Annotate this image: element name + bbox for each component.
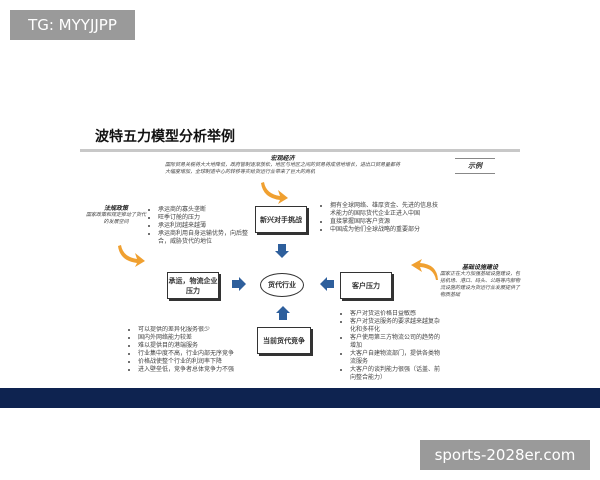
- center-ellipse: 货代行业: [260, 273, 304, 297]
- customers-box: 客户压力: [340, 272, 392, 299]
- rivalry-points: 可以提供的差异化服务很少 国内外网络能力较差 难以提供目的港端服务 行业集中度不…: [128, 326, 253, 388]
- policy-text: 国家政策和规定推动了货代的发展空间: [85, 212, 146, 225]
- suppliers-box: 承运，物流企业压力: [167, 272, 219, 299]
- list-item: 客户对货运价格日益敏感: [350, 310, 442, 318]
- list-item: 客户使用第三方物流公司的趋势的增加: [350, 334, 442, 350]
- list-item: 中国成为他们全球战略的重要部分: [330, 226, 440, 234]
- list-item: 价格战使整个行业的利润率下降: [138, 358, 253, 366]
- list-item: 难以提供目的港端服务: [138, 342, 253, 350]
- list-item: 可以提供的差异化服务很少: [138, 326, 253, 334]
- list-item: 承运商的寡头垄断: [158, 206, 250, 214]
- supplier-points: 承运商的寡头垄断 旺季订舱的压力 承运利润越来越薄 承运商利用自身运输优势，向后…: [148, 206, 250, 246]
- tag-label: TG: MYYJJPP: [10, 10, 135, 40]
- list-item: 进入壁垒低，竞争者总体竞争力不强: [138, 366, 253, 374]
- entrant-points: 拥有全球网络、雄厚资金、先进的信息技术能力的国际货代企业正进入中国 直接掌握国际…: [320, 202, 440, 234]
- list-item: 国内外网络能力较差: [138, 334, 253, 342]
- left-arrow-icon: [320, 277, 334, 291]
- orange-arrow-icon: [261, 182, 288, 204]
- list-item: 承运商利用自身运输优势，向后整合，威胁货代的地位: [158, 230, 250, 246]
- list-item: 行业集中度不高，行业内部无序竞争: [138, 350, 253, 358]
- orange-arrow-icon: [411, 259, 438, 280]
- up-arrow-icon: [276, 306, 290, 320]
- watermark: sports-2028er.com: [420, 440, 590, 470]
- slide-title: 波特五力模型分析举例: [95, 129, 235, 145]
- new-entrants-box: 新兴对手挑战: [255, 206, 307, 233]
- list-item: 旺季订舱的压力: [158, 214, 250, 222]
- infra-heading: 基础设施建设: [461, 264, 498, 271]
- infra-text: 国家正在大力加强基础设施建设，包括机场、港口、码头、公路等内部物流设施的建设为货…: [440, 271, 521, 298]
- macro-economy: 宏观经济 国际贸易关税将大大地降低，政府管制逐渐放松，地区与地区之间的贸易将成倍…: [165, 153, 400, 176]
- macro-heading: 宏观经济: [270, 155, 295, 162]
- list-item: 承运利润越来越薄: [158, 222, 250, 230]
- policy-heading: 法规政策: [103, 205, 128, 212]
- sample-label: 示例: [455, 158, 495, 174]
- title-divider: [80, 149, 520, 152]
- footer-band: [0, 388, 600, 408]
- customer-points: 客户对货运价格日益敏感 客户对货运服务的要求越来越复杂化和多样化 客户使用第三方…: [340, 310, 442, 388]
- list-item: 拥有全球网络、雄厚资金、先进的信息技术能力的国际货代企业正进入中国: [330, 202, 440, 218]
- list-item: 大客户自建物流部门，提供各类物流服务: [350, 350, 442, 366]
- down-arrow-icon: [275, 244, 289, 258]
- list-item: 直接掌握国际客户资源: [330, 218, 440, 226]
- list-item: 客户对货运服务的要求越来越复杂化和多样化: [350, 318, 442, 334]
- infrastructure: 基础设施建设 国家正在大力加强基础设施建设，包括机场、港口、码头、公路等内部物流…: [440, 262, 520, 299]
- macro-text: 国际贸易关税将大大地降低，政府管制逐渐放松，地区与地区之间的贸易将成倍地增长，进…: [165, 162, 401, 175]
- orange-arrow-icon: [118, 245, 145, 267]
- list-item: 大客户的谈判能力很强（话盖、前向整合能力）: [350, 366, 442, 382]
- policy: 法规政策 国家政策和规定推动了货代的发展空间: [85, 203, 147, 226]
- right-arrow-icon: [232, 277, 246, 291]
- rivalry-box: 当前货代竞争: [257, 327, 311, 354]
